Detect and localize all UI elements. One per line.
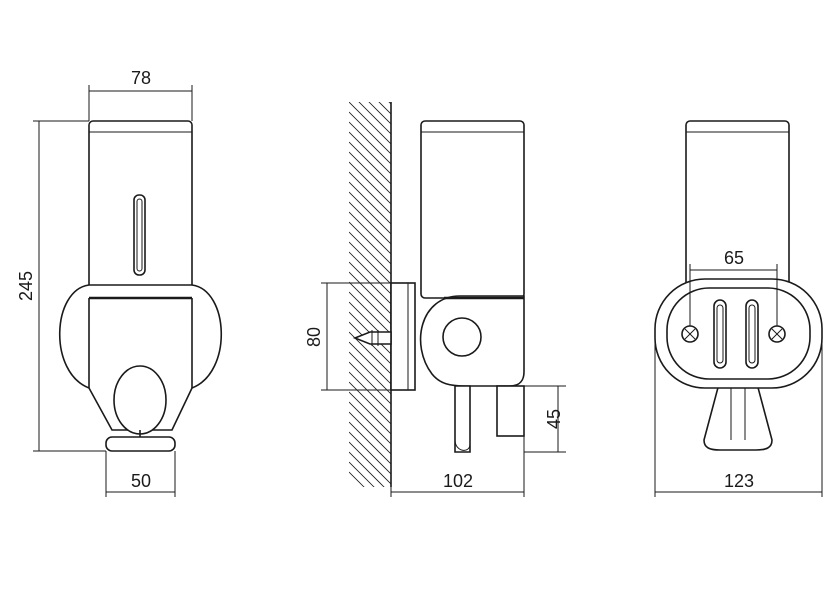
dim-side-outlet-height: 45 [544,409,564,429]
front-housing [59,284,222,431]
dim-back-width: 123 [724,471,754,491]
back-slot-right [745,299,759,369]
front-push-button [113,365,167,435]
side-lever-tip [454,439,471,451]
front-level-window [133,194,146,276]
side-container-body [420,120,525,299]
wall-hatching [349,102,391,487]
side-mount-plate [390,282,416,391]
front-container-body [88,120,193,299]
back-slot-left [713,299,727,369]
side-outlet [496,385,525,437]
back-screw-right-cross-b [771,328,783,340]
side-button-circle [442,317,482,357]
dim-front-width: 78 [131,68,151,88]
back-plate-outer [654,278,823,389]
dim-front-height: 245 [16,271,36,301]
back-view: 65 123 [654,120,823,497]
back-slot-right-inner [748,304,756,364]
back-screw-left-cross-b [684,328,696,340]
front-nozzle-base [105,436,176,452]
side-lever [454,385,471,453]
side-screw [352,331,392,345]
dim-back-screw-spacing: 65 [724,248,744,268]
side-view: 80 45 102 [304,102,566,497]
front-level-window-inner [136,198,143,272]
dim-side-depth: 102 [443,471,473,491]
dim-front-base: 50 [131,471,151,491]
back-stand [703,379,773,451]
front-view: 78 245 50 [16,68,222,497]
dim-side-mount-height: 80 [304,327,324,347]
back-plate-inner [666,287,811,380]
back-slot-left-inner [716,304,724,364]
back-container-body [685,120,790,299]
